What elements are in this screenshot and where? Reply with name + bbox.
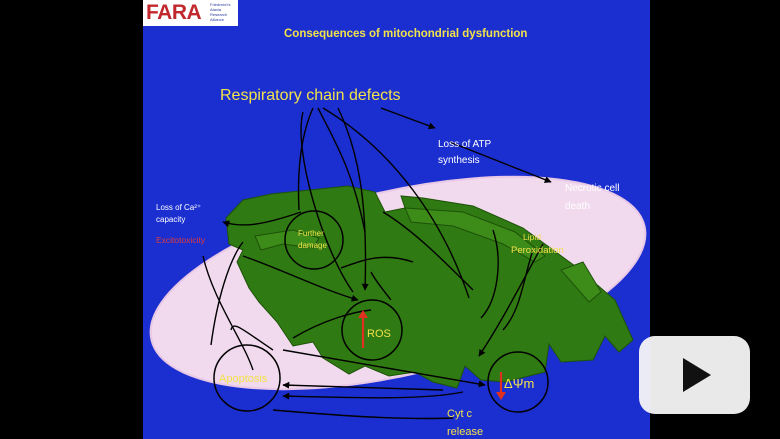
crista-3 <box>560 261 602 303</box>
label-lipid-2: Peroxidation <box>511 245 564 256</box>
play-icon <box>683 358 711 392</box>
fara-logo: FARA Friedreich's Ataxia Research Allian… <box>143 0 238 26</box>
label-apoptosis: Apoptosis <box>219 373 268 385</box>
label-loss-ca-1: Loss of Ca²⁺ <box>156 203 201 212</box>
crista-1 <box>404 207 546 263</box>
apoptosis-circle <box>213 344 281 412</box>
label-delta-psi: ΔΨm <box>504 376 534 391</box>
label-further-2: damage <box>298 241 327 250</box>
label-loss-ca-2: capacity <box>156 215 185 224</box>
label-lipid-1: Lipid <box>523 232 541 242</box>
label-necrotic-2: death <box>565 201 590 212</box>
play-button[interactable] <box>639 336 750 414</box>
mitochondrion-diagram: Consequences of mitochondrial dysfunctio… <box>149 28 647 438</box>
further-damage-circle <box>284 210 344 270</box>
ros-circle <box>341 299 403 361</box>
arrows <box>202 107 552 420</box>
label-respiratory-chain: Respiratory chain defects <box>220 87 401 104</box>
label-ros: ROS <box>367 328 391 340</box>
label-loss-atp-2: synthesis <box>438 155 480 166</box>
logo-subtitle: Friedreich's Ataxia Research Alliance <box>210 2 231 22</box>
label-necrotic-1: Necrotic cell <box>565 183 619 194</box>
matrix <box>225 185 634 389</box>
crista-2 <box>254 229 320 251</box>
label-loss-atp-1: Loss of ATP <box>438 139 492 150</box>
increase-arrow-delta-psi <box>496 372 506 400</box>
slide-title: Consequences of mitochondrial dysfunctio… <box>284 28 527 40</box>
label-cytc-2: release <box>447 426 483 438</box>
label-cytc-1: Cyt c <box>447 408 473 420</box>
label-further-1: Further <box>298 229 324 238</box>
label-excitotoxicity: Excitotoxicity <box>156 235 206 245</box>
increase-arrow-ros <box>358 310 368 348</box>
slide: FARA Friedreich's Ataxia Research Allian… <box>143 0 650 439</box>
logo-mark: FARA <box>146 1 202 24</box>
delta-psi-circle <box>487 351 549 413</box>
